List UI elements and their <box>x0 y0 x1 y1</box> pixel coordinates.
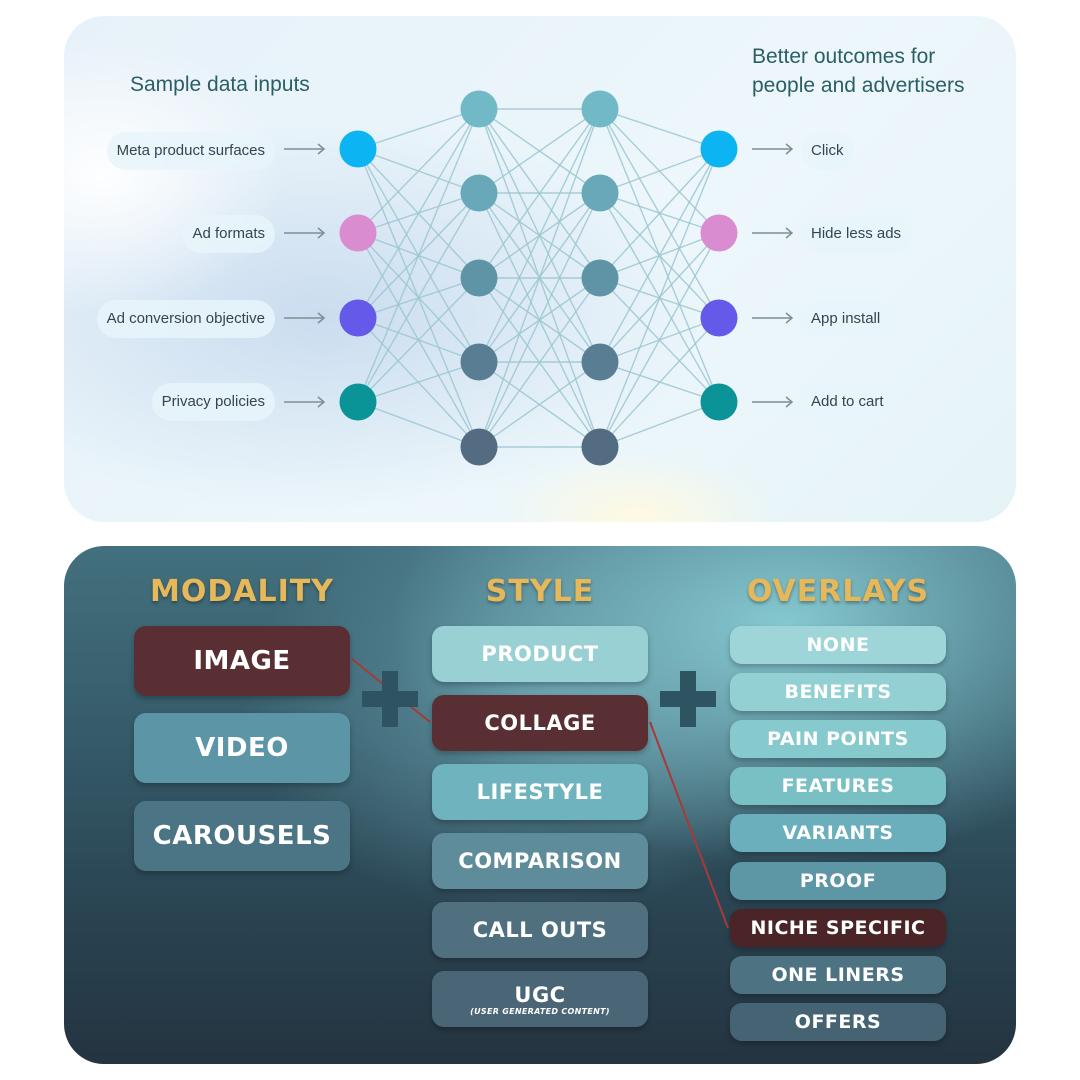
hidden-node-layer-2 <box>581 343 619 381</box>
style-comparison[interactable]: COMPARISON <box>432 833 648 889</box>
network-edge <box>357 108 480 234</box>
input-node <box>339 130 377 168</box>
modality-video[interactable]: VIDEO <box>134 713 350 783</box>
arrow-group <box>284 143 794 408</box>
output-arrow-icon <box>752 396 794 408</box>
network-edge <box>357 108 480 403</box>
hidden-node-layer-1 <box>460 343 498 381</box>
network-edge <box>599 148 720 194</box>
hidden-node-layer-2 <box>581 259 619 297</box>
style-ugc[interactable]: UGC (USER GENERATED CONTENT) <box>432 971 648 1027</box>
plus-icon <box>362 671 418 727</box>
network-edge <box>357 401 480 448</box>
network-edge <box>478 277 601 448</box>
output-node <box>700 383 738 421</box>
input-label-ad-conversion-objective: Ad conversion objective <box>96 300 275 338</box>
hidden-node-layer-2 <box>581 174 619 212</box>
output-label-hide-less-ads: Hide less ads <box>801 215 912 253</box>
input-node <box>339 383 377 421</box>
network-edge <box>478 108 601 363</box>
style-collage[interactable]: COLLAGE <box>432 695 648 751</box>
hidden-node-layer-1 <box>460 428 498 466</box>
output-arrow-icon <box>752 312 794 324</box>
network-edge <box>599 148 720 279</box>
inputs-heading: Sample data inputs <box>130 73 310 96</box>
connector-collage-to-niche-specific <box>649 721 729 929</box>
input-label-privacy-policies: Privacy policies <box>151 383 275 421</box>
plus-icon <box>660 671 716 727</box>
neural-network-panel: Sample data inputs Better outcomes for p… <box>64 16 1016 522</box>
network-edge <box>478 108 601 448</box>
output-arrow-icon <box>752 143 794 155</box>
output-node <box>700 214 738 252</box>
hidden-node-layer-2 <box>581 90 619 128</box>
network-connections <box>357 108 720 448</box>
network-edge <box>478 192 601 448</box>
input-arrow-icon <box>284 143 326 155</box>
input-arrow-icon <box>284 312 326 324</box>
style-ugc-label: UGC <box>514 982 566 1007</box>
network-edge <box>357 192 480 403</box>
overlay-one-liners[interactable]: ONE LINERS <box>730 956 946 994</box>
overlays-title: OVERLAYS <box>746 574 930 609</box>
overlay-features[interactable]: FEATURES <box>730 767 946 805</box>
hidden-node-layer-1 <box>460 259 498 297</box>
overlay-benefits[interactable]: BENEFITS <box>730 673 946 711</box>
network-edge <box>599 108 720 150</box>
input-arrow-icon <box>284 396 326 408</box>
network-nodes <box>339 90 738 466</box>
hidden-node-layer-1 <box>460 90 498 128</box>
output-label-add-to-cart: Add to cart <box>801 383 894 421</box>
network-edge <box>599 317 720 448</box>
style-lifestyle[interactable]: LIFESTYLE <box>432 764 648 820</box>
overlay-offers[interactable]: OFFERS <box>730 1003 946 1041</box>
ad-creative-matrix-panel: MODALITY STYLE OVERLAYS IMAGE VIDEO CARO… <box>64 546 1016 1064</box>
overlay-proof[interactable]: PROOF <box>730 862 946 900</box>
input-node <box>339 299 377 337</box>
modality-carousels[interactable]: CAROUSELS <box>134 801 350 871</box>
overlay-none[interactable]: NONE <box>730 626 946 664</box>
style-product[interactable]: PRODUCT <box>432 626 648 682</box>
network-edge <box>478 108 601 279</box>
hidden-node-layer-1 <box>460 174 498 212</box>
network-edge <box>599 148 720 363</box>
network-edge <box>599 232 720 448</box>
neural-network-diagram <box>284 90 794 466</box>
style-title: STYLE <box>485 574 595 609</box>
network-edge <box>478 108 601 194</box>
hidden-node-layer-2 <box>581 428 619 466</box>
output-node <box>700 299 738 337</box>
output-label-click: Click <box>801 132 854 170</box>
output-arrow-icon <box>752 227 794 239</box>
input-node <box>339 214 377 252</box>
input-label-ad-formats: Ad formats <box>182 215 275 253</box>
style-call-outs[interactable]: CALL OUTS <box>432 902 648 958</box>
network-edge <box>478 361 601 448</box>
overlay-variants[interactable]: VARIANTS <box>730 814 946 852</box>
network-edge <box>357 108 480 319</box>
output-label-app-install: App install <box>801 300 891 338</box>
modality-image[interactable]: IMAGE <box>134 626 350 696</box>
outcomes-heading: Better outcomes for people and advertise… <box>752 45 965 97</box>
network-edge <box>357 277 480 403</box>
network-edge <box>599 148 720 448</box>
style-ugc-caption: (USER GENERATED CONTENT) <box>470 1006 610 1016</box>
network-edge <box>357 361 480 403</box>
network-edge <box>357 108 480 150</box>
overlay-niche-specific[interactable]: NICHE SPECIFIC <box>730 909 946 947</box>
output-node <box>700 130 738 168</box>
overlay-pain-points[interactable]: PAIN POINTS <box>730 720 946 758</box>
modality-title: MODALITY <box>150 574 334 609</box>
network-edge <box>599 401 720 448</box>
input-label-meta-product-surfaces: Meta product surfaces <box>106 132 275 170</box>
input-arrow-icon <box>284 227 326 239</box>
